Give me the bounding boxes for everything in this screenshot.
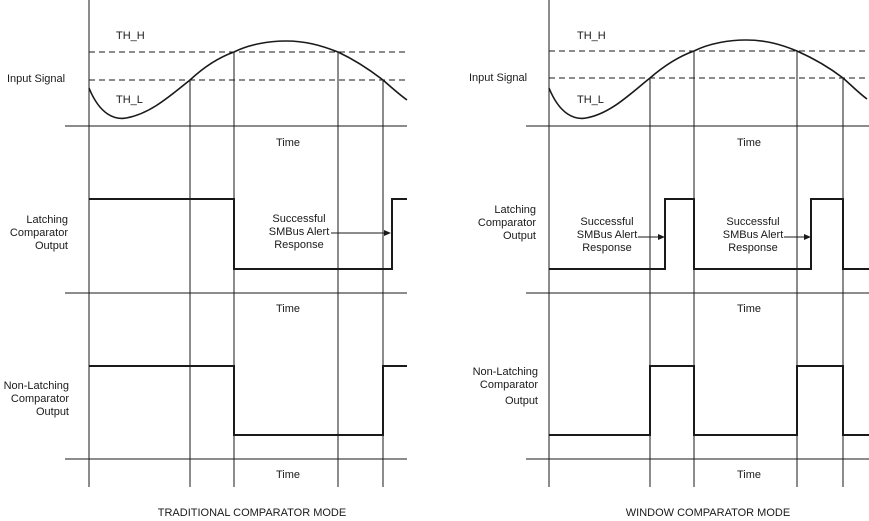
left-alert-label-line2: SMBus Alert xyxy=(269,226,330,238)
right-latching-label-line2: Comparator xyxy=(478,217,536,229)
right-alert-arrowhead-2 xyxy=(804,234,811,240)
right-time-label-1: Time xyxy=(737,137,761,149)
right-alert1-label-line1: Successful xyxy=(580,216,633,228)
left-time-label-2: Time xyxy=(276,303,300,315)
right-nonlatching-output xyxy=(549,365,869,436)
left-mode-title: TRADITIONAL COMPARATOR MODE xyxy=(158,507,346,519)
right-panel: TH_H TH_L Input Signal Time Time Time La… xyxy=(469,0,869,519)
right-alert2-label-line1: Successful xyxy=(726,216,779,228)
right-th-h-label: TH_H xyxy=(577,30,606,42)
right-th-l-label: TH_L xyxy=(577,94,604,106)
right-time-label-3: Time xyxy=(737,469,761,481)
right-alert1-label-line3: Response xyxy=(582,242,632,254)
left-nonlatching-label-line1: Non-Latching xyxy=(4,380,69,392)
left-th-l-label: TH_L xyxy=(116,94,143,106)
left-th-h-label: TH_H xyxy=(116,30,145,42)
right-alert2-label-line2: SMBus Alert xyxy=(723,229,784,241)
left-alert-label-line1: Successful xyxy=(272,213,325,225)
right-nonlatching-label-line3: Output xyxy=(505,395,538,407)
left-alert-label-line3: Response xyxy=(274,239,324,251)
left-alert-arrowhead xyxy=(384,230,391,236)
left-nonlatching-label-line3: Output xyxy=(36,406,69,418)
left-time-label-3: Time xyxy=(276,469,300,481)
left-latching-label-line2: Comparator xyxy=(10,227,68,239)
left-nonlatching-label-line2: Comparator xyxy=(11,393,69,405)
right-time-label-2: Time xyxy=(737,303,761,315)
right-mode-title: WINDOW COMPARATOR MODE xyxy=(626,507,790,519)
left-nonlatching-output xyxy=(89,365,407,436)
right-alert2-label-line3: Response xyxy=(728,242,778,254)
left-latching-label-line3: Output xyxy=(35,240,68,252)
right-latching-label-line3: Output xyxy=(503,230,536,242)
right-nonlatching-label-line2: Comparator xyxy=(480,379,538,391)
right-latching-label-line1: Latching xyxy=(494,204,536,216)
left-latching-label-line1: Latching xyxy=(26,214,68,226)
left-time-label-1: Time xyxy=(276,137,300,149)
right-alert1-label-line2: SMBus Alert xyxy=(577,229,638,241)
left-input-signal xyxy=(88,40,408,120)
right-input-signal xyxy=(548,39,868,120)
right-latching-output xyxy=(549,198,869,270)
left-latching-output xyxy=(89,198,407,270)
right-input-label: Input Signal xyxy=(469,72,527,84)
left-input-label: Input Signal xyxy=(7,73,65,85)
right-nonlatching-label-line1: Non-Latching xyxy=(473,366,538,378)
right-alert-arrowhead-1 xyxy=(658,234,665,240)
left-panel: TH_H TH_L Input Signal Time Time Time La… xyxy=(4,0,408,519)
